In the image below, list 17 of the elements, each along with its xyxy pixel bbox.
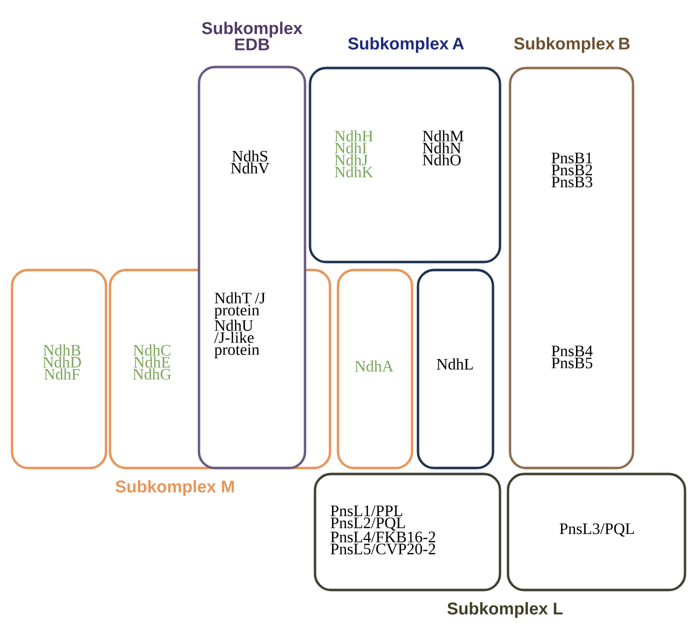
protein-list: NdhT /J protein NdhU /J-like protein xyxy=(214,292,266,358)
group-label: Subkomplex L xyxy=(447,602,563,618)
group-heading: Subkomplex EDB xyxy=(202,22,302,50)
protein-list: NdhL xyxy=(436,358,473,370)
protein-list: NdhB NdhD NdhF xyxy=(42,344,81,380)
protein-list: NdhS NdhV xyxy=(230,150,270,174)
group-heading: Subkomplex B xyxy=(514,37,630,53)
group-label: Subkomplex M xyxy=(116,480,234,496)
group-heading: Subkomplex A xyxy=(348,37,464,53)
protein-list: NdhC NdhE NdhG xyxy=(132,344,172,380)
protein-list: PnsB1 PnsB2 PnsB3 xyxy=(552,152,592,188)
protein-list: PnsB4 PnsB5 xyxy=(552,346,593,368)
protein-list: NdhA xyxy=(354,360,394,372)
protein-list: PnsL1/PPL PnsL2/PQL PnsL4/FKB16-2 PnsL5/CVP20-2 xyxy=(330,506,436,554)
protein-list: NdhH NdhI NdhJ NdhK xyxy=(334,130,374,178)
protein-list: PnsL3/PQL xyxy=(560,523,634,537)
protein-list: NdhM NdhN NdhO xyxy=(422,130,464,166)
